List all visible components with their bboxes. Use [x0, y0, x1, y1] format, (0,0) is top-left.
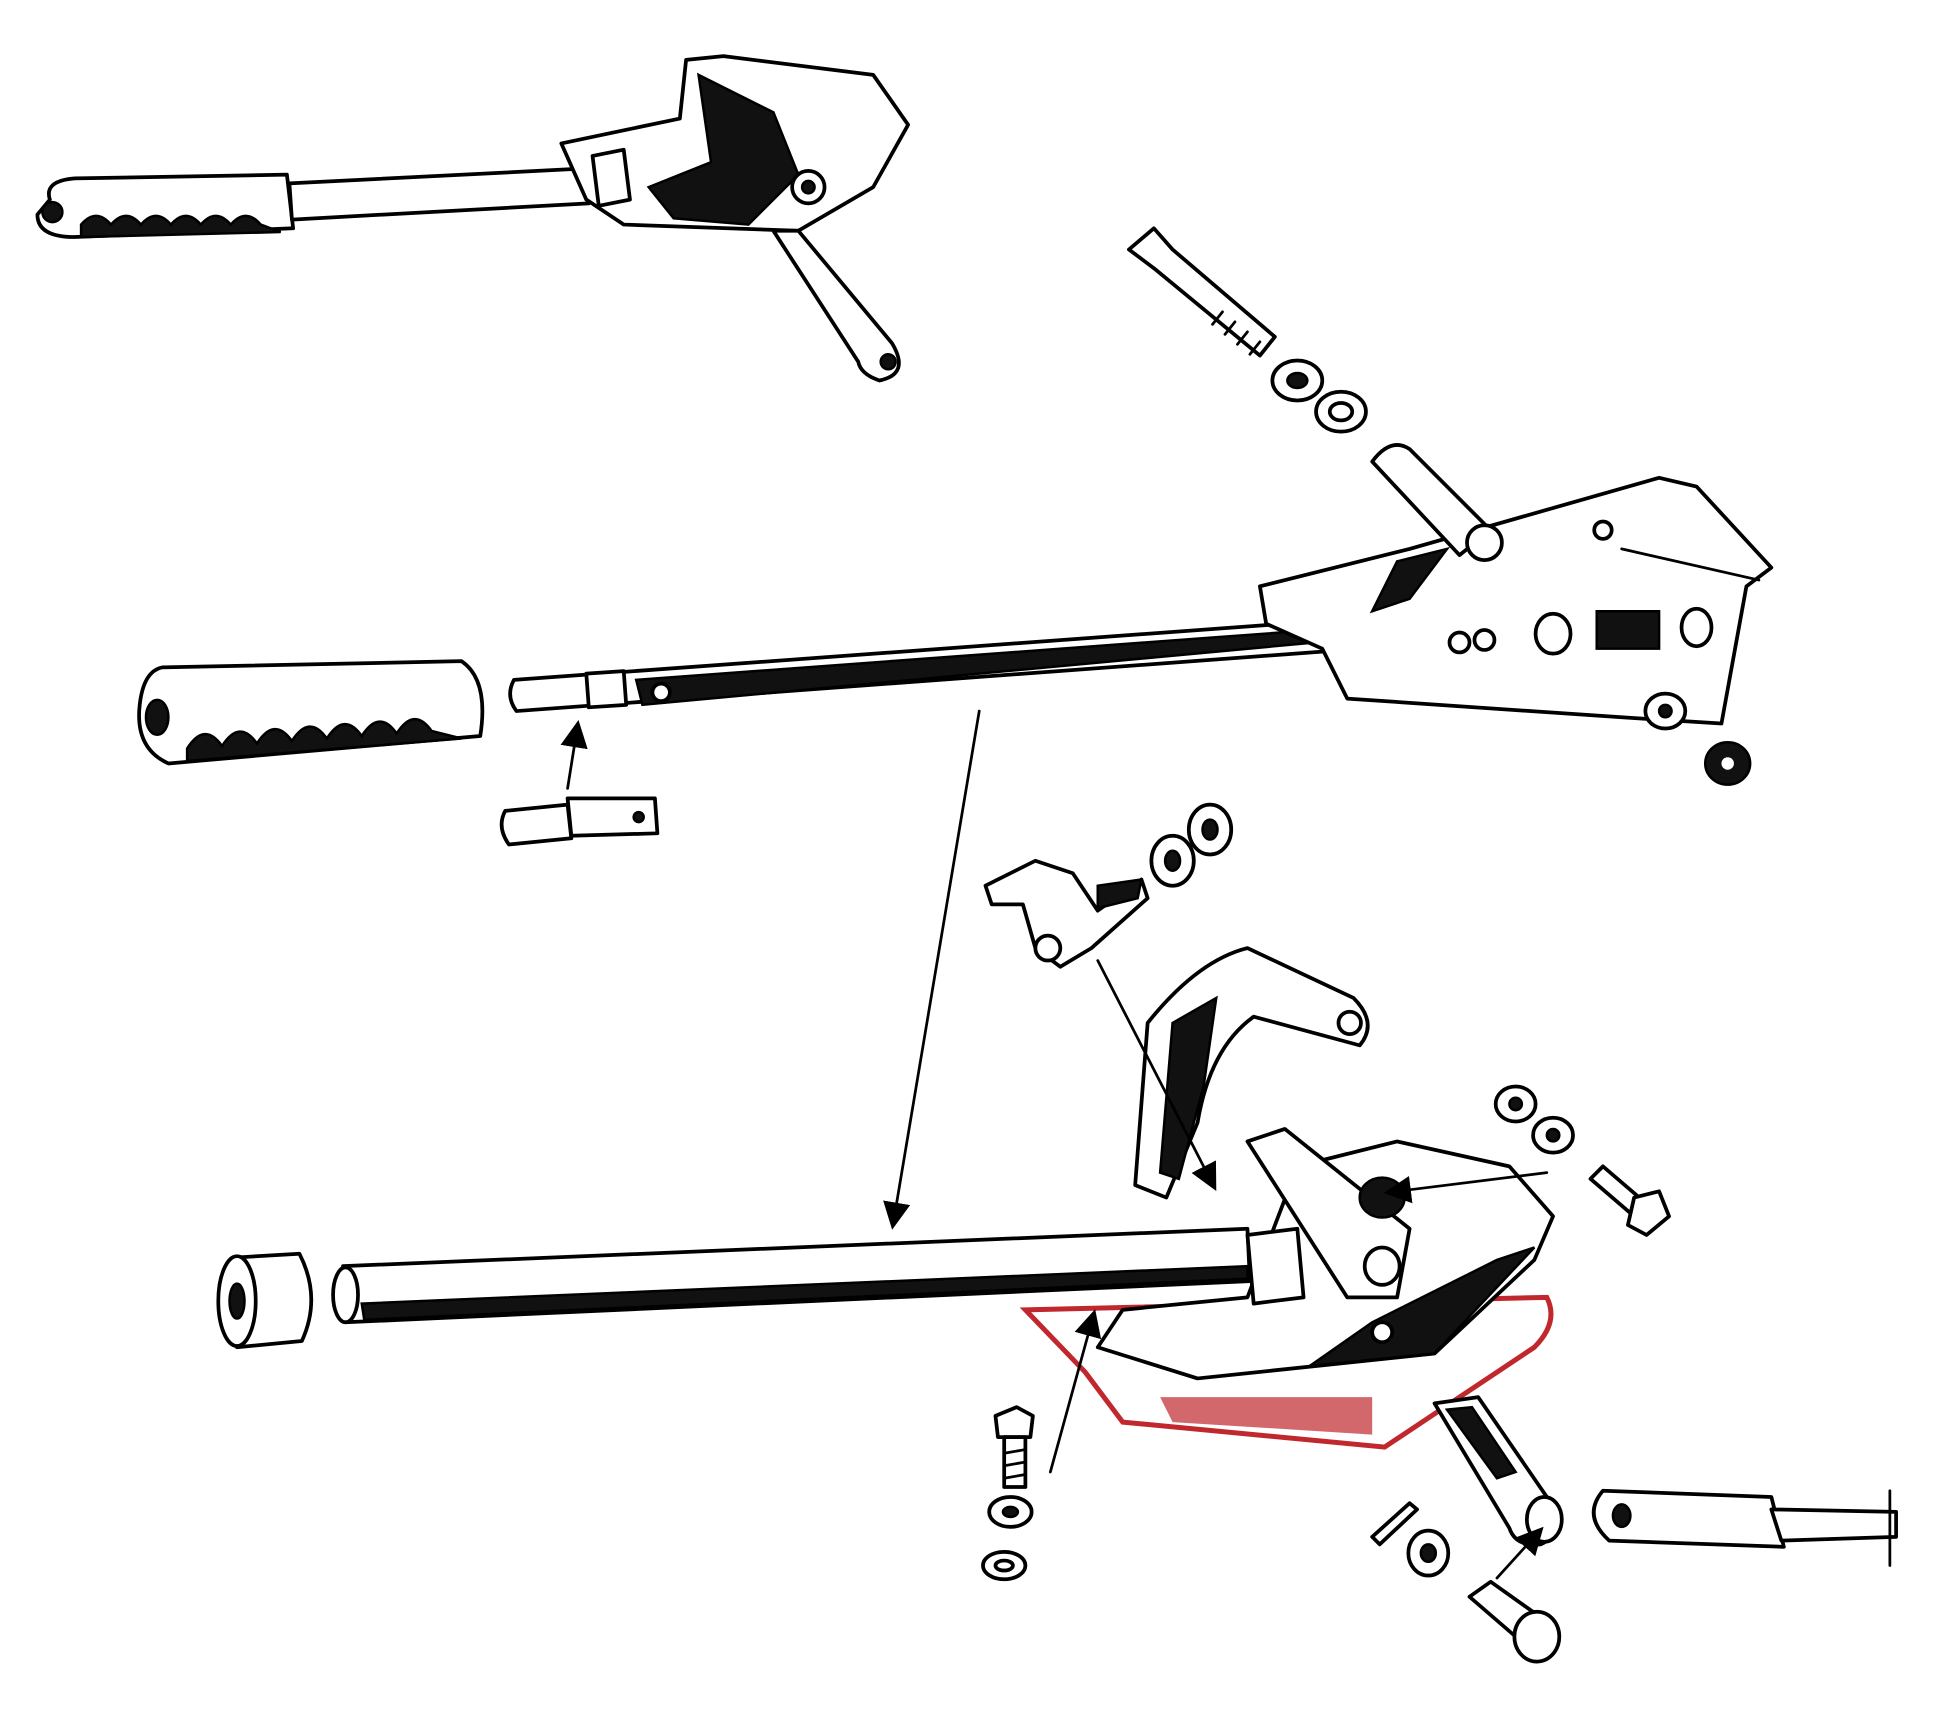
- lever-arm-bottom: [1432, 1395, 1564, 1547]
- rod-top: [287, 166, 591, 222]
- pawl-release: [983, 858, 1150, 969]
- arrow-rod: [883, 709, 981, 1230]
- ratchet-bracket-bottom: [1095, 1127, 1555, 1381]
- bolt-upper: [1127, 226, 1277, 358]
- bolt-bottom: [993, 1405, 1035, 1489]
- washer-clevis: [1406, 1528, 1451, 1578]
- nut-middle-1: [1643, 691, 1688, 731]
- pin-adapter: [499, 796, 660, 847]
- washer-pawl-1: [1149, 833, 1196, 888]
- split-pin: [1370, 1501, 1419, 1547]
- nut-right-2: [1531, 1115, 1575, 1155]
- grip-top: [35, 172, 296, 239]
- arrow-right: [1383, 1171, 1549, 1204]
- sleeve-bottom: [216, 1251, 314, 1350]
- clevis-pin: [1467, 1579, 1562, 1664]
- pawl-quadrant: [1133, 946, 1370, 1200]
- arrow-clevis-pin: [1495, 1526, 1544, 1580]
- washer-bottom-2: [981, 1549, 1028, 1582]
- grip-middle: [137, 659, 485, 766]
- ratchet-bracket-middle: [1258, 443, 1774, 726]
- washer-upper-2: [1314, 389, 1368, 434]
- assembled-lever-top: [35, 54, 911, 383]
- arrow-pin: [560, 719, 588, 790]
- nut-middle-2: [1703, 740, 1752, 786]
- arrow-bolt: [1048, 1309, 1102, 1474]
- washer-pawl-2: [1186, 802, 1234, 857]
- washer-upper-1: [1270, 358, 1325, 403]
- nut-right-1: [1493, 1084, 1538, 1124]
- arrow-pawl: [1096, 959, 1217, 1192]
- clevis-fork: [1592, 1488, 1898, 1567]
- washer-bottom-1: [987, 1495, 1034, 1529]
- bolt-right: [1588, 1164, 1671, 1237]
- ratchet-bracket-top: [559, 54, 911, 383]
